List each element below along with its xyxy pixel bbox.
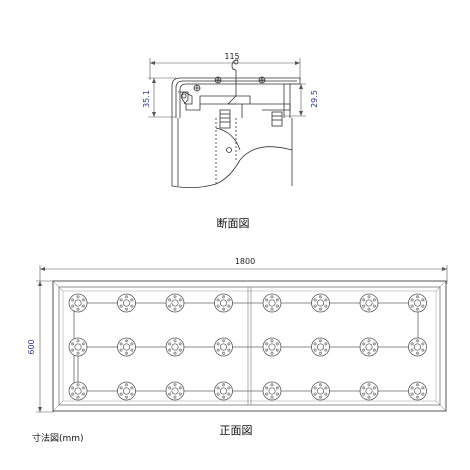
- section-right-height-dimension: [284, 83, 306, 117]
- section-view: 115 35.1 29.5: [142, 52, 319, 188]
- section-width-dimension: [149, 58, 301, 80]
- section-screw-right: [258, 76, 266, 84]
- section-hook-clip: [227, 59, 243, 118]
- led-fixture: [262, 381, 282, 401]
- led-fixture: [359, 293, 379, 313]
- section-right-height-label: 29.5: [310, 90, 319, 108]
- section-caption: 断面図: [217, 216, 250, 230]
- led-fixture: [117, 381, 136, 401]
- front-width-label: 1800: [235, 257, 255, 266]
- led-fixture: [165, 293, 185, 313]
- led-fixture: [311, 293, 330, 313]
- led-fixture-grid: [68, 293, 427, 401]
- front-height-dimension: [36, 280, 54, 413]
- section-bolt-right: [271, 111, 283, 127]
- front-caption: 正面図: [220, 424, 253, 437]
- section-left-clamp: [178, 91, 189, 105]
- section-width-label: 115: [224, 52, 239, 61]
- section-bolt-vertical: [219, 109, 231, 129]
- section-left-height-dimension: [148, 77, 176, 118]
- led-fixture: [68, 293, 88, 313]
- led-fixture: [165, 381, 185, 401]
- section-panel-body: [171, 118, 293, 188]
- section-frame-profile: [171, 77, 301, 118]
- led-fixture: [214, 293, 233, 313]
- led-fixture: [311, 337, 330, 357]
- section-screw-mid: [214, 76, 222, 84]
- led-fixture: [408, 381, 427, 401]
- led-fixture: [359, 381, 379, 401]
- section-left-height-label: 35.1: [142, 90, 151, 108]
- led-fixture: [408, 337, 427, 357]
- led-fixture: [262, 337, 282, 357]
- led-fixture: [165, 337, 185, 357]
- led-fixture: [117, 337, 136, 357]
- dimension-note: 寸法図(mm): [32, 432, 84, 444]
- front-outer-frame: [52, 280, 447, 412]
- led-fixture: [408, 293, 427, 313]
- led-fixture: [359, 337, 379, 357]
- front-height-label: 600: [27, 339, 36, 354]
- led-fixture: [214, 381, 233, 401]
- led-fixture: [311, 381, 330, 401]
- led-fixture: [68, 337, 88, 357]
- led-fixture: [214, 337, 233, 357]
- led-fixture: [262, 293, 282, 313]
- led-fixture: [117, 293, 136, 313]
- section-screw-left: [193, 84, 201, 92]
- led-fixture: [68, 381, 88, 401]
